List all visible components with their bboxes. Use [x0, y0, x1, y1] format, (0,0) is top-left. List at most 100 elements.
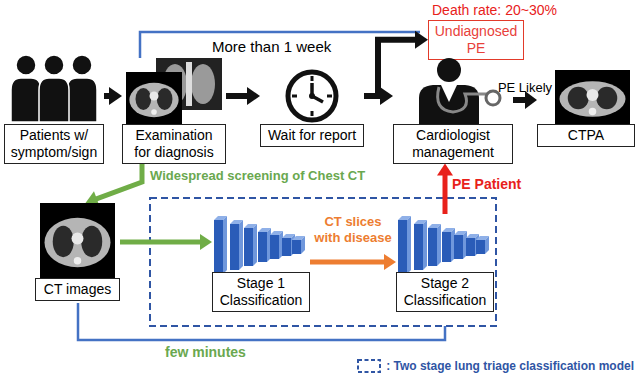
node-text: Undiagnosed PE — [432, 23, 520, 57]
icon-shape — [476, 240, 485, 254]
icon-shape — [292, 240, 301, 254]
node-icon — [4, 52, 104, 124]
icon-shape — [270, 235, 279, 259]
arrow-line — [310, 260, 385, 265]
node-icon — [35, 203, 120, 278]
cnn-icon — [212, 214, 310, 272]
icon-shape — [126, 72, 182, 124]
icon-shape — [40, 203, 115, 278]
legend-text: : Two stage lung triage classification m… — [386, 359, 634, 373]
edge-label: PE Patient — [452, 176, 521, 193]
arrow-head — [384, 254, 396, 270]
icon-shape — [186, 62, 192, 106]
icon-shape — [407, 216, 411, 272]
node-icon — [260, 64, 364, 124]
icon-shape — [454, 235, 463, 259]
node-icon — [393, 54, 513, 124]
node-text: Stage 1 Classification — [212, 272, 310, 312]
arrow-head — [109, 87, 122, 105]
legend-swatch — [356, 358, 382, 374]
icon-shape — [39, 78, 69, 122]
flow-arrow — [86, 164, 143, 207]
icon-shape — [16, 55, 36, 75]
node-text: CTPA — [537, 124, 635, 147]
icon-shape — [560, 81, 626, 117]
icon-shape — [438, 87, 487, 112]
node-text: Patients w/ symptom/sign — [4, 124, 104, 164]
edge-label: Widespread screening of Chest CT — [150, 168, 365, 184]
icon-shape — [282, 238, 291, 256]
arrow-head — [415, 31, 428, 49]
node-icon — [537, 70, 635, 124]
node-icon — [122, 58, 226, 124]
icon-shape — [423, 220, 427, 270]
process-box: Wait for report — [260, 64, 364, 147]
arrow-line — [226, 93, 248, 99]
icon-shape — [442, 232, 451, 262]
node-text: Cardiologist management — [393, 124, 513, 164]
node-icon — [396, 214, 494, 272]
icon-shape — [419, 85, 479, 124]
legend-row: : Two stage lung triage classification m… — [356, 358, 634, 374]
icon-shape — [136, 88, 152, 110]
arrow-head — [247, 87, 260, 105]
node-text: CT images — [35, 278, 120, 301]
model-region — [150, 198, 496, 326]
patients-icon — [4, 52, 104, 124]
icon-shape — [596, 87, 617, 110]
icon-shape — [358, 360, 380, 372]
model-stage-box: Stage 2 Classification — [396, 214, 494, 312]
icon-shape — [151, 109, 157, 115]
process-box: CT images — [35, 203, 120, 301]
arrow-line — [364, 40, 416, 96]
icon-shape — [301, 236, 305, 254]
icon-shape — [72, 233, 84, 245]
icon-shape — [150, 92, 159, 101]
ct-image — [537, 70, 635, 124]
icon-shape — [258, 232, 267, 262]
icon-shape — [311, 111, 314, 116]
edge-label: CT slices with disease — [310, 214, 396, 245]
icon-shape — [53, 226, 74, 258]
ct-image — [35, 203, 120, 278]
icon-shape — [288, 72, 336, 120]
icon-shape — [327, 95, 332, 98]
icon-shape — [74, 257, 82, 265]
process-box: Examination for diagnosis — [122, 58, 226, 164]
icon-shape — [589, 108, 597, 116]
icon-shape — [157, 88, 173, 110]
icon-shape — [191, 64, 215, 104]
arrow-head — [437, 164, 453, 176]
flow-arrow — [104, 87, 122, 105]
duration-note: More than 1 week — [212, 38, 331, 56]
icon-shape — [45, 218, 111, 268]
cnn-icon — [396, 214, 494, 272]
doctor-icon — [393, 54, 513, 124]
xray-ct-icon — [122, 58, 226, 124]
flow-arrow — [120, 234, 212, 250]
node-text: Stage 2 Classification — [396, 272, 494, 312]
icon-shape — [311, 76, 314, 81]
arrow-head — [200, 234, 212, 250]
icon-shape — [587, 89, 599, 101]
icon-shape — [214, 220, 223, 272]
node-text: Examination for diagnosis — [122, 124, 226, 164]
icon-shape — [485, 236, 489, 254]
icon-shape — [44, 55, 64, 75]
icon-shape — [239, 220, 243, 270]
process-box: Cardiologist management — [393, 54, 513, 164]
icon-shape — [428, 228, 437, 266]
icon-shape — [437, 58, 461, 82]
icon-shape — [72, 55, 92, 75]
arrow-head — [380, 87, 393, 105]
icon-shape — [555, 70, 630, 124]
flow-arrow — [226, 87, 260, 105]
flow-arrow — [310, 254, 396, 270]
death-rate-note: Death rate: 20~30% — [432, 2, 557, 19]
arrow-line — [513, 97, 526, 103]
node-icon — [212, 214, 310, 272]
icon-shape — [292, 95, 297, 98]
